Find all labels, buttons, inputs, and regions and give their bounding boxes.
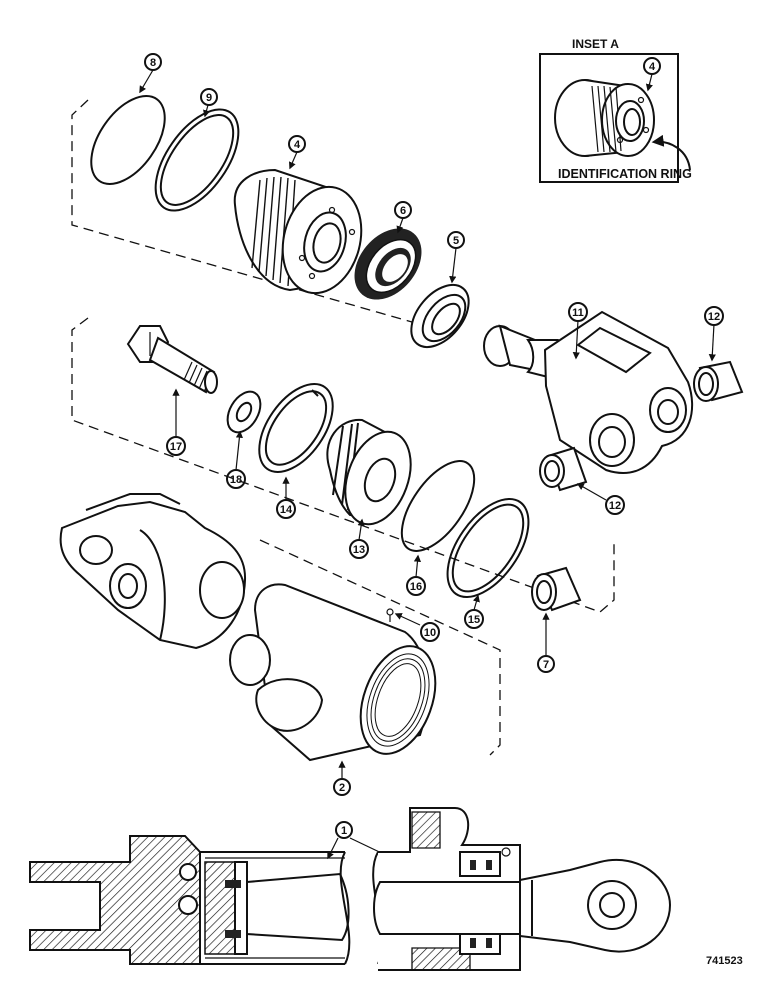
callout-label: 1 — [341, 825, 347, 837]
callout-label: 7 — [543, 659, 549, 671]
part-4-cylinder-head — [233, 168, 363, 295]
callout-4: 4 — [288, 135, 306, 153]
callout-label: 15 — [468, 614, 480, 626]
callout-14: 14 — [276, 499, 296, 519]
part-13-piston — [326, 418, 412, 526]
part-15-backup-ring — [446, 498, 530, 598]
callout-leaders — [139, 69, 716, 860]
part-11-rod-eye — [483, 310, 694, 474]
callout-5: 5 — [447, 231, 465, 249]
callout-label: 12 — [708, 311, 720, 323]
cylinder-base-end — [59, 493, 247, 650]
figure-number: 741523 — [706, 955, 743, 967]
part-1-assembled-cylinder-section — [29, 807, 672, 971]
callout-11: 11 — [568, 302, 588, 322]
part-8-o-ring — [90, 95, 166, 185]
part-14-wear-ring — [258, 383, 334, 473]
callout-7: 7 — [537, 655, 555, 673]
part-6-wiper-seal — [354, 228, 422, 300]
callout-label: 2 — [339, 782, 345, 794]
callout-15: 15 — [464, 609, 484, 629]
callout-1: 1 — [335, 821, 353, 839]
inset-title: INSET A — [572, 37, 619, 51]
callout-label: 10 — [424, 627, 436, 639]
part-16-piston-seal — [400, 460, 476, 552]
inset-a: INSET A 4 IDENTIFICATION RING — [539, 37, 692, 183]
part-5-rod-seal — [410, 284, 470, 348]
identification-ring-arrow — [651, 134, 691, 171]
inset-leader — [645, 73, 653, 92]
callout-label: 17 — [170, 441, 182, 453]
callout-6: 6 — [394, 201, 412, 219]
callout-label: 18 — [230, 474, 242, 486]
callout-13: 13 — [349, 539, 369, 559]
callout-16: 16 — [406, 576, 426, 596]
part-10-grease-fitting — [386, 608, 394, 622]
callout-label: 13 — [353, 544, 365, 556]
part-12-bushing-lower — [539, 446, 588, 492]
part-17-bolt — [126, 325, 218, 394]
callout-label: 6 — [400, 205, 406, 217]
callout-label: 5 — [453, 235, 459, 247]
callout-label: 11 — [572, 307, 584, 319]
callout-2: 2 — [333, 778, 351, 796]
callout-label: 16 — [410, 581, 422, 593]
callout-label: 8 — [150, 57, 156, 69]
callouts: 8 9 4 6 5 11 12 17 18 14 13 12 16 15 10 … — [144, 53, 724, 839]
callout-12-upper: 12 — [704, 306, 724, 326]
part-7-bushing — [531, 566, 582, 612]
callout-12-lower: 12 — [605, 495, 625, 515]
part-12-bushing-upper — [693, 360, 744, 402]
callout-label: 12 — [609, 500, 621, 512]
assembly-guide-lines — [71, 99, 615, 756]
identification-ring-caption: IDENTIFICATION RING — [558, 167, 692, 181]
callout-label: 4 — [294, 139, 301, 151]
callout-9: 9 — [200, 88, 218, 106]
part-2-cylinder-barrel — [229, 583, 437, 762]
callout-label: 14 — [280, 504, 293, 516]
part-18-washer — [226, 390, 262, 434]
callout-17: 17 — [166, 436, 186, 456]
inset-cylinder-head-icon — [554, 79, 655, 157]
callout-label: 9 — [206, 92, 212, 104]
part-9-backup-ring — [154, 108, 240, 212]
inset-frame — [539, 53, 679, 183]
callout-8: 8 — [144, 53, 162, 71]
callout-18: 18 — [226, 469, 246, 489]
callout-10: 10 — [420, 622, 440, 642]
inset-callout-label: 4 — [649, 61, 656, 73]
